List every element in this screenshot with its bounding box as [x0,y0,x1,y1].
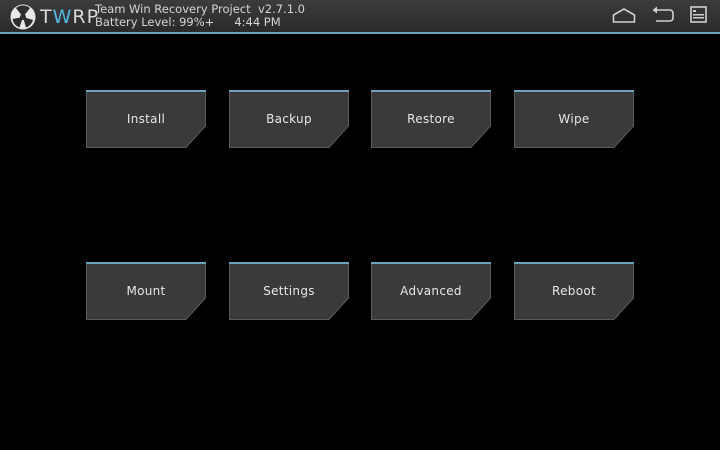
app-title: Team Win Recovery Project v2.7.1.0 [95,2,305,16]
settings-label: Settings [263,284,315,298]
button-shape-icon [371,90,491,148]
install-label: Install [126,112,166,126]
advanced-button[interactable]: Advanced [371,262,491,320]
clock-time: 4:44 PM [234,15,281,29]
mount-label: Mount [126,284,166,298]
brand-t: T [40,6,53,28]
header-bar: TWRP Team Win Recovery Project v2.7.1.0 … [0,0,720,34]
wipe-button[interactable]: Wipe [514,90,634,148]
status-line: Battery Level: 99%+ 4:44 PM [95,16,281,29]
back-icon[interactable] [650,5,674,25]
button-shape-icon [371,262,491,320]
reboot-button[interactable]: Reboot [514,262,634,320]
button-shape-icon [229,90,349,148]
home-icon[interactable] [612,5,636,25]
settings-button[interactable]: Settings [229,262,349,320]
mount-button[interactable]: Mount [86,262,206,320]
advanced-label: Advanced [400,284,462,298]
brand-w: W [52,6,73,28]
button-shape-icon [86,90,206,148]
button-shape-icon [514,90,634,148]
twrp-brand: TWRP [40,5,99,29]
brand-rp: RP [72,6,100,28]
wipe-label: Wipe [558,112,590,126]
console-icon[interactable] [689,5,709,25]
restore-button[interactable]: Restore [371,90,491,148]
button-shape-icon [514,262,634,320]
reboot-label: Reboot [552,284,596,298]
backup-label: Backup [266,112,312,126]
twrp-logo-icon [10,4,36,30]
button-shape-icon [86,262,206,320]
button-shape-icon [229,262,349,320]
backup-button[interactable]: Backup [229,90,349,148]
battery-level: Battery Level: 99%+ [95,15,215,29]
restore-label: Restore [407,112,455,126]
install-button[interactable]: Install [86,90,206,148]
